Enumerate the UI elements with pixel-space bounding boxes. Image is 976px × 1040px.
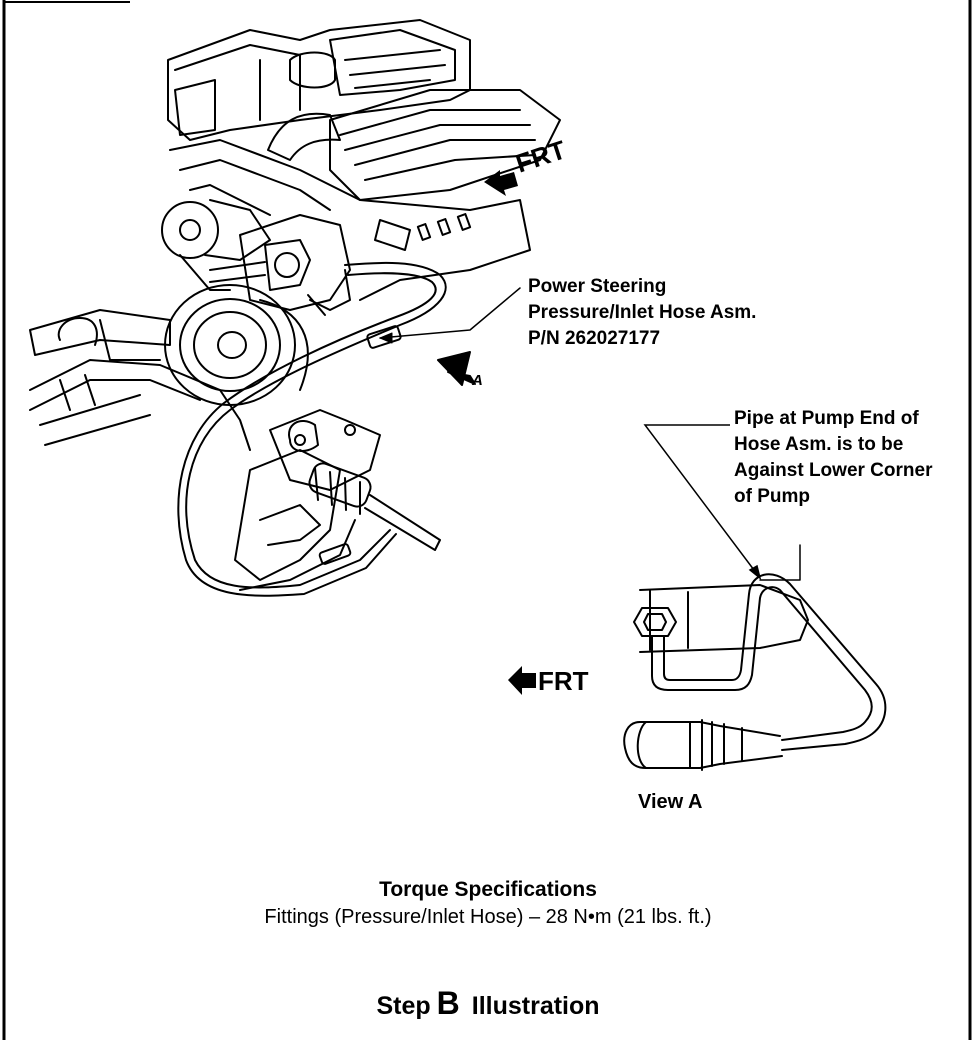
hose-label-line-2: Pressure/Inlet Hose Asm.	[528, 302, 757, 323]
torque-spec-line: Fittings (Pressure/Inlet Hose) – 28 N•m …	[264, 906, 712, 928]
view-ref-letter: A	[472, 372, 483, 389]
step-suffix: Illustration	[471, 992, 600, 1020]
step-prefix: Step	[376, 992, 431, 1020]
pipe-label-line-2: Hose Asm. is to be	[734, 434, 904, 455]
pipe-label-line-4: of Pump	[734, 486, 810, 507]
pipe-label-line-3: Against Lower Corner	[734, 460, 933, 481]
view-a-caption: View A	[638, 791, 703, 813]
pipe-leader	[643, 424, 762, 580]
hose-label-line-3: P/N 262027177	[528, 328, 661, 349]
hose-label-line-1: Power Steering	[528, 276, 667, 297]
engine-illustration	[29, 19, 561, 597]
frt-label-view-a: FRT	[538, 666, 589, 696]
front-arrow-top	[484, 170, 518, 196]
step-letter: B	[436, 985, 460, 1021]
pipe-label-line-1: Pipe at Pump End of	[734, 408, 919, 429]
view-a-detail	[623, 544, 887, 771]
front-arrow-view-a	[508, 666, 536, 695]
torque-spec-title: Torque Specifications	[379, 878, 597, 901]
